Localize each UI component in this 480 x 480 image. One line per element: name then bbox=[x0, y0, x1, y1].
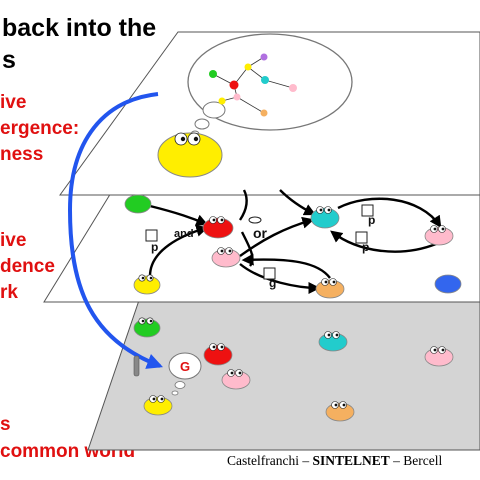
svg-text:p: p bbox=[362, 240, 369, 254]
feedback-arrow bbox=[67, 92, 163, 369]
or-label: or bbox=[253, 225, 268, 241]
agent-blue-bottom bbox=[434, 274, 462, 294]
agent-yellow-mid bbox=[133, 274, 161, 295]
arrow-yellow-to-red bbox=[148, 224, 209, 277]
mini-agent-red bbox=[229, 80, 239, 90]
agent-orange-bottom bbox=[325, 401, 355, 422]
mini-agent-cyan bbox=[261, 76, 269, 84]
mini-agent-pink-2 bbox=[233, 93, 241, 101]
agent-cyan-bottom bbox=[318, 331, 348, 352]
agent-red-mid bbox=[202, 216, 234, 239]
label-middle-line-3: rk bbox=[0, 282, 18, 303]
agent-green-bottom bbox=[133, 317, 161, 338]
arrow-pink-top-branch bbox=[279, 189, 317, 216]
label-top-line-3: ness bbox=[0, 144, 43, 165]
arrow-pink-to-cyan-bottom bbox=[330, 230, 437, 253]
mini-agent-yellow bbox=[244, 63, 252, 71]
and-label: and bbox=[174, 228, 194, 240]
svg-text:p: p bbox=[151, 240, 158, 254]
slide-title-line-1: back into the bbox=[2, 14, 156, 42]
label-bottom-line-1: s bbox=[0, 414, 11, 435]
label-top-line-1: ive bbox=[0, 92, 26, 113]
mini-agent-orange bbox=[260, 109, 268, 117]
arrow-green-to-red bbox=[149, 204, 209, 226]
p-token-2: p bbox=[361, 204, 375, 227]
agent-pink-mid-left bbox=[211, 247, 241, 268]
feedback-arrow-dock bbox=[133, 355, 140, 377]
agent-yellow-bottom bbox=[143, 395, 173, 416]
agent-red-bottom bbox=[203, 343, 233, 366]
agent-orange-mid bbox=[315, 278, 345, 299]
slide-title-line-2: s bbox=[2, 46, 16, 74]
footer-citation: Castelfranchi – SINTELNET – Bercell bbox=[227, 453, 443, 468]
mini-agent-purple bbox=[260, 53, 268, 61]
mini-agent-pink-1 bbox=[289, 84, 297, 92]
arrow-red-up bbox=[238, 189, 248, 221]
arrow-cyan-to-pink-top bbox=[337, 197, 442, 228]
or-connector bbox=[248, 216, 262, 224]
label-middle-line-1: ive bbox=[0, 230, 26, 251]
label-middle-line-2: dence bbox=[0, 256, 55, 277]
agent-pink-mid-right bbox=[424, 225, 454, 246]
thought-cloud bbox=[187, 33, 353, 131]
p-token-3: p bbox=[355, 231, 369, 254]
arrow-pink-to-orange bbox=[239, 263, 321, 294]
agent-pink-bottom-left bbox=[221, 369, 251, 390]
agent-cyan-mid bbox=[310, 206, 340, 229]
svg-text:g: g bbox=[269, 276, 276, 290]
goal-bubble: G bbox=[168, 352, 202, 396]
g-token-1: g bbox=[263, 267, 276, 290]
thought-bubble-small-1 bbox=[202, 101, 226, 119]
mini-agent-green bbox=[209, 70, 217, 78]
goal-label: G bbox=[180, 359, 190, 374]
p-token-1: p bbox=[145, 229, 158, 254]
arrow-orange-to-pink bbox=[241, 253, 331, 279]
thought-bubble-small-2 bbox=[194, 118, 210, 130]
label-top-line-2: ergence: bbox=[0, 118, 79, 139]
svg-text:p: p bbox=[368, 213, 375, 227]
agent-yellow-thinker bbox=[157, 132, 223, 178]
agent-green-mid bbox=[124, 194, 152, 214]
arrow-pink-to-cyan bbox=[239, 216, 315, 257]
mini-agent-yellow-2 bbox=[218, 97, 226, 105]
agent-pink-bottom-right bbox=[424, 346, 454, 367]
